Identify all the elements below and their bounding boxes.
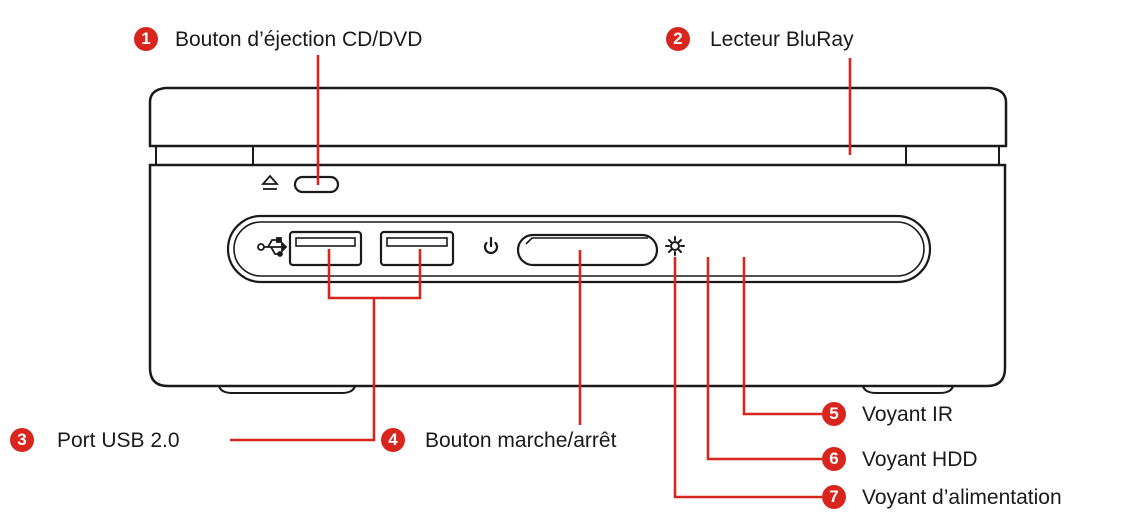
- callout-label-ir: Voyant IR: [862, 403, 954, 426]
- callout-label-power-led: Voyant d’alimentation: [862, 486, 1062, 509]
- callout-badge-4: 4: [381, 428, 405, 452]
- callout-badge-5: 5: [822, 402, 846, 426]
- callout-label-usb: Port USB 2.0: [57, 429, 180, 452]
- usb-port-2[interactable]: [379, 230, 455, 267]
- usb-port-1[interactable]: [288, 230, 363, 267]
- power-button[interactable]: [516, 233, 659, 267]
- eject-icon: [261, 174, 279, 190]
- usb-icon: [257, 237, 288, 257]
- callout-badge-7: 7: [822, 485, 846, 509]
- callout-line-6: [706, 257, 822, 461]
- lid-gap: [150, 145, 1006, 165]
- callout-line-3: [230, 249, 422, 442]
- hdd-activity-icon: [665, 236, 685, 256]
- callout-lines: [230, 55, 852, 499]
- callout-label-power-button: Bouton marche/arrêt: [425, 429, 617, 452]
- callout-badge-1: 1: [134, 27, 158, 51]
- device-lid: [148, 86, 1008, 148]
- callout-badge-3: 3: [10, 428, 34, 452]
- eject-button[interactable]: [293, 175, 340, 194]
- callout-line-5: [742, 257, 822, 416]
- callout-label-bluray: Lecteur BluRay: [710, 28, 854, 51]
- callout-badge-6: 6: [822, 447, 846, 471]
- callout-label-hdd: Voyant HDD: [862, 448, 978, 471]
- callout-line-7: [673, 257, 822, 499]
- callout-badge-2: 2: [666, 27, 690, 51]
- callout-label-eject: Bouton d’éjection CD/DVD: [175, 28, 423, 51]
- power-icon: [483, 236, 499, 255]
